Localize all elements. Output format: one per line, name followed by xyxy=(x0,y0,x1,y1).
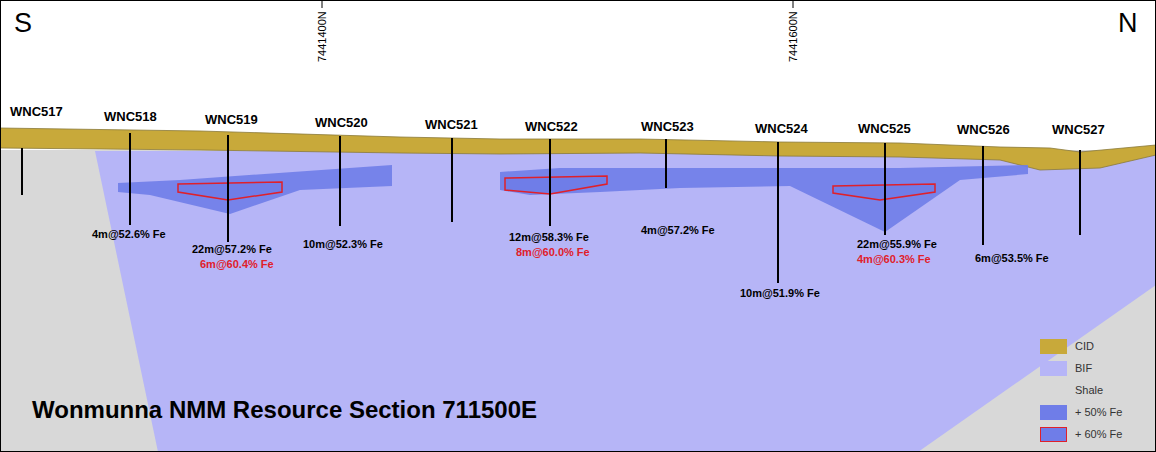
legend-text: + 60% Fe xyxy=(1075,428,1122,441)
direction-label: S xyxy=(14,8,32,39)
drillhole-name: WNC525 xyxy=(858,122,911,137)
grid-tick xyxy=(793,0,794,8)
legend-swatch xyxy=(1040,361,1067,376)
fe60-zone xyxy=(505,176,607,194)
legend-text: Shale xyxy=(1075,384,1103,397)
fe50-zone xyxy=(118,165,392,214)
drillhole-name: WNC521 xyxy=(425,118,478,133)
intercept-label: 10m@52.3% Fe xyxy=(303,238,383,251)
legend-swatch xyxy=(1040,339,1067,354)
intercept-label: 4m@60.3% Fe xyxy=(857,253,931,266)
drillhole-name: WNC518 xyxy=(104,110,157,125)
intercept-label: 4m@52.6% Fe xyxy=(92,228,166,241)
legend-swatch xyxy=(1040,405,1067,420)
intercept-label: 4m@57.2% Fe xyxy=(641,224,715,237)
drillhole-name: WNC523 xyxy=(641,120,694,135)
drillhole-name: WNC524 xyxy=(755,122,808,137)
grid-tick xyxy=(322,0,323,8)
intercept-label: 6m@60.4% Fe xyxy=(200,258,274,271)
legend-swatch xyxy=(1040,427,1067,442)
northing-label: 7441400N xyxy=(316,11,329,62)
drillhole-traces xyxy=(22,133,1080,283)
intercept-label: 8m@60.0% Fe xyxy=(516,246,590,259)
drillhole-name: WNC522 xyxy=(525,120,578,135)
intercept-label: 10m@51.9% Fe xyxy=(740,287,820,300)
legend-text: BIF xyxy=(1075,362,1092,375)
legend-swatch xyxy=(1040,383,1067,398)
drillhole-name: WNC519 xyxy=(205,113,258,128)
drillhole-name: WNC527 xyxy=(1052,123,1105,138)
intercept-label: 12m@58.3% Fe xyxy=(509,231,589,244)
intercept-label: 6m@53.5% Fe xyxy=(975,252,1049,265)
drillhole-name: WNC517 xyxy=(10,105,63,120)
intercept-label: 22m@55.9% Fe xyxy=(857,238,937,251)
northing-label: 7441600N xyxy=(787,11,800,62)
fe50-zone xyxy=(500,165,1028,232)
drillhole-name: WNC526 xyxy=(957,123,1010,138)
drillhole-name: WNC520 xyxy=(315,116,368,131)
legend-text: + 50% Fe xyxy=(1075,406,1122,419)
legend-text: CID xyxy=(1075,340,1094,353)
direction-label: N xyxy=(1118,8,1138,39)
section-title: Wonmunna NMM Resource Section 711500E xyxy=(32,396,537,424)
fe60-zone xyxy=(178,182,282,200)
intercept-label: 22m@57.2% Fe xyxy=(192,243,272,256)
